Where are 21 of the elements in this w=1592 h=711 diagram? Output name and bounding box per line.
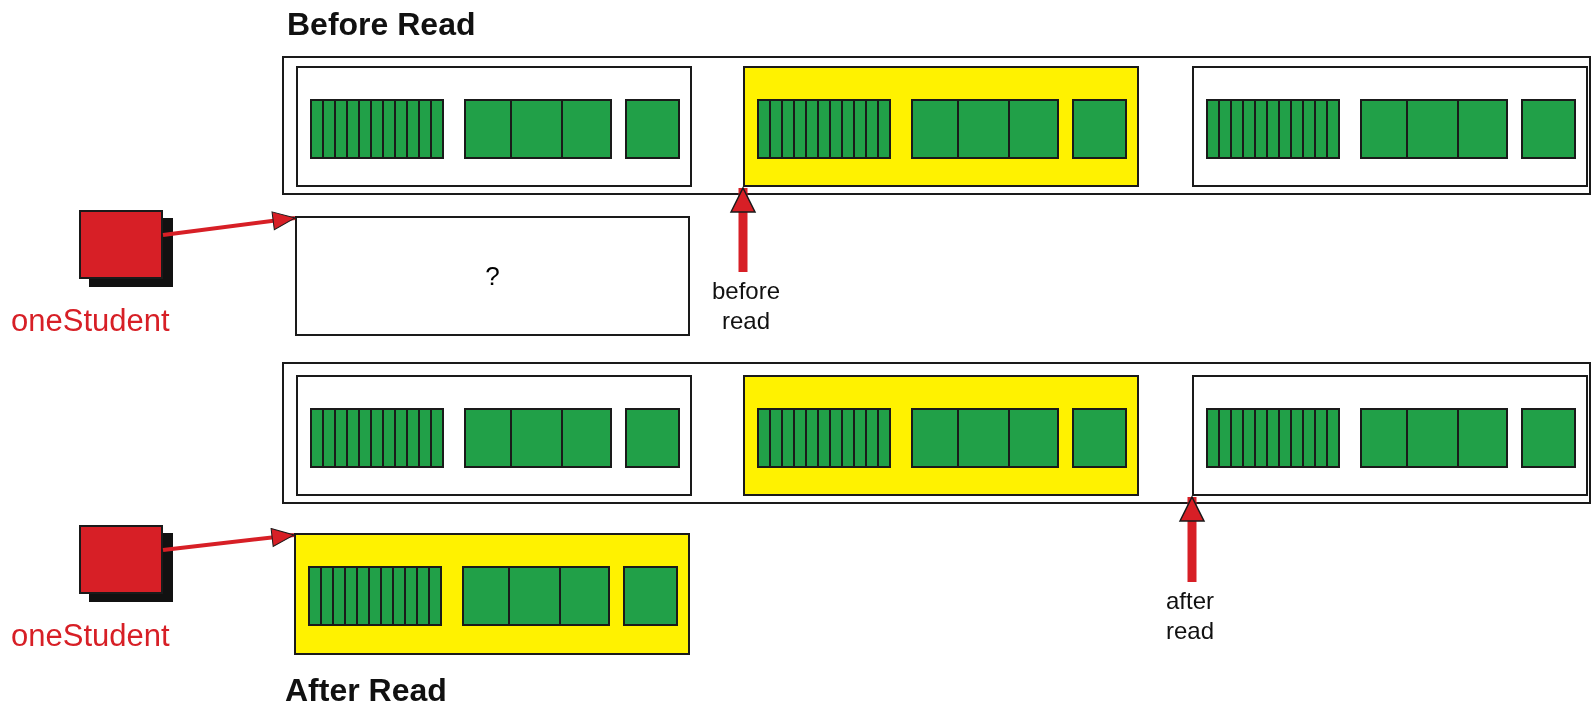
variable-name: oneStudent (11, 620, 170, 651)
section-title: Before Read (287, 6, 476, 42)
record-box (294, 533, 690, 655)
arrow (162, 211, 296, 237)
position-label: after read (1148, 586, 1232, 648)
record-box (1192, 66, 1588, 187)
record-box (296, 66, 692, 187)
arrow (1179, 496, 1205, 582)
record-box (743, 66, 1139, 187)
record-box (295, 216, 690, 336)
section-title: After Read (285, 672, 447, 708)
file-stream-box (282, 362, 1591, 504)
arrow (162, 528, 295, 552)
record-box (743, 375, 1139, 496)
arrow (730, 187, 756, 272)
record-box (296, 375, 692, 496)
position-label: before read (698, 276, 794, 338)
record-box (1192, 375, 1588, 496)
unknown-value: ? (485, 259, 500, 293)
file-stream-box (282, 56, 1591, 195)
variable-name: oneStudent (11, 305, 170, 336)
